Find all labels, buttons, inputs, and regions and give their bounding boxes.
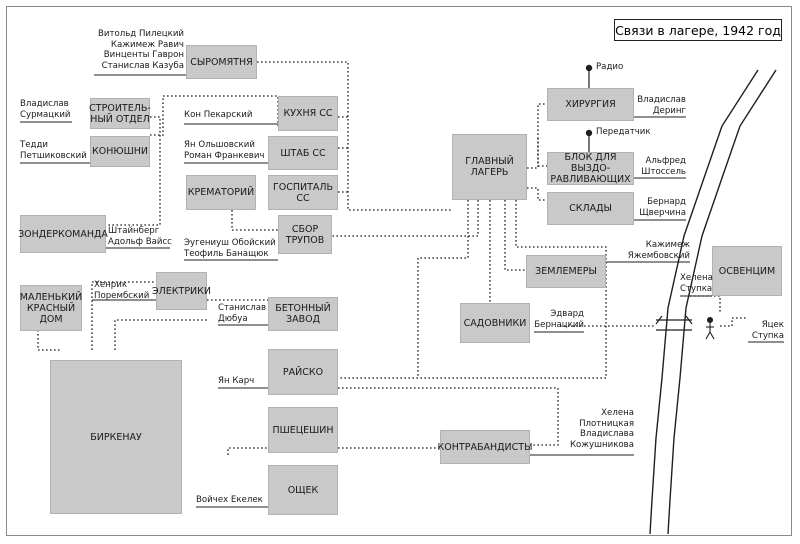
diagram-frame — [6, 6, 792, 536]
node-stroitelny-otdel: СТРОИТЕЛЬ- НЫЙ ОТДЕЛ — [89, 98, 151, 129]
node-zonderkomanda: ЗОНДЕРКОМАНДА — [18, 215, 108, 253]
label-poremba: Хенрик Порембский — [94, 280, 150, 301]
label-teddy: Тедди Петшиковский — [20, 140, 87, 161]
walking-person-icon — [705, 316, 715, 340]
node-malenkiy-krasny-dom: МАЛЕНЬКИЙ КРАСНЫЙ ДОМ — [20, 285, 82, 331]
label-pekarsky: Кон Пекарский — [184, 110, 253, 120]
node-elektriki: ЭЛЕКТРИКИ — [152, 272, 211, 310]
node-zemlemery: ЗЕМЛЕМЕРЫ — [526, 255, 606, 288]
label-olshovsky: Ян Ольшовский Роман Франкевич — [184, 140, 265, 161]
node-syromyatnya: СЫРОМЯТНЯ — [186, 45, 257, 79]
node-birkenau: БИРКЕНАУ — [50, 360, 182, 514]
node-pshetseshin: ПШЕЦЕШИН — [268, 407, 338, 453]
label-karch: Ян Карч — [218, 376, 255, 386]
label-radio: Радио — [596, 62, 624, 72]
label-oboysky: Эугениуш Обойский Теофиль Банащюк — [184, 238, 276, 259]
diagram-title: Связи в лагере, 1942 год — [614, 19, 782, 41]
label-bernacky: Эдвард Бернацкий — [534, 309, 584, 330]
node-kontrabandisty: КОНТРАБАНДИСТЫ — [438, 430, 532, 464]
label-shtossel: Альфред Штоссель — [641, 156, 686, 177]
node-shtab-ss: ШТАБ СС — [268, 136, 338, 170]
node-khirurgiya: ХИРУРГИЯ — [547, 88, 634, 121]
node-krematoriy: КРЕМАТОРИЙ — [186, 175, 256, 210]
label-stupka-helena: Хелена Ступка — [680, 273, 713, 294]
label-stupka-yacek: Яцек Ступка — [751, 320, 784, 341]
antenna-icons — [585, 64, 593, 152]
node-konyushni: КОНЮШНИ — [90, 136, 150, 167]
label-underlines — [20, 74, 784, 508]
node-gospital-ss: ГОСПИТАЛЬ СС — [268, 175, 338, 210]
label-dering: Владислав Деринг — [637, 95, 686, 116]
label-peredatchik: Передатчик — [596, 127, 651, 137]
node-glavny-lager: ГЛАВНЫЙ ЛАГЕРЬ — [452, 134, 527, 200]
node-sadovniki: САДОВНИКИ — [460, 303, 530, 343]
node-kukhnya-ss: КУХНЯ СС — [278, 96, 338, 131]
node-osventsim: ОСВЕНЦИМ — [712, 246, 782, 296]
river — [649, 69, 777, 535]
label-surmacki: Владислав Сурмацкий — [20, 99, 71, 120]
label-shtainberg: Штайнберг Адольф Вайсс — [108, 226, 172, 247]
label-ekelek: Войчех Екелек — [196, 495, 263, 505]
node-rayisko: РАЙСКО — [268, 349, 338, 395]
node-oshchek: ОЩЕК — [268, 465, 338, 515]
label-pilecki-group: Витольд Пилецкий Кажимеж Равич Винценты … — [97, 29, 184, 71]
label-yazhembovsky: Кажимеж Яжембовский — [627, 240, 690, 261]
node-sklady: СКЛАДЫ — [547, 192, 634, 225]
node-sbor-trupov: СБОР ТРУПОВ — [278, 215, 332, 254]
bridge — [655, 315, 693, 331]
node-betonny-zavod: БЕТОННЫЙ ЗАВОД — [268, 297, 338, 331]
label-shchverchina: Бернард Щверчина — [639, 197, 686, 218]
dotted-connections — [37, 61, 748, 455]
label-plotnicka-group: Хелена Плотницкая Владислава Кожушникова — [569, 408, 634, 450]
label-dyuba: Станислав Дюбуа — [218, 303, 267, 324]
node-blok-vyzdoravlivayushchikh: БЛОК ДЛЯ ВЫЗДО- РАВЛИВАЮЩИХ — [547, 152, 634, 185]
